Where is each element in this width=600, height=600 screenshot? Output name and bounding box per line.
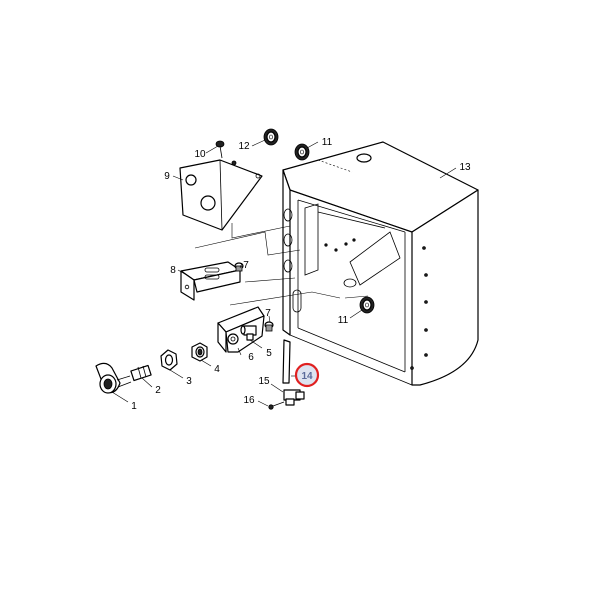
elbow-fitting-5	[240, 325, 257, 341]
grommet-11-top	[294, 143, 310, 161]
hex-nut-3	[160, 349, 178, 371]
housing-box	[282, 141, 479, 386]
callout-7-lower: 7	[265, 308, 271, 319]
callout-1: 1	[131, 401, 137, 412]
assembly-lines	[194, 223, 369, 306]
callout-5: 5	[266, 348, 272, 359]
bracket-8	[180, 261, 241, 301]
callout-labels: 1 2 3 4 5 6 7 7 8 9 10 11 11 12 13 14 15…	[131, 137, 471, 412]
bolt-10	[215, 140, 225, 159]
callout-2: 2	[155, 385, 161, 396]
callout-9: 9	[164, 171, 170, 182]
callout-6: 6	[248, 352, 254, 363]
callout-4: 4	[214, 364, 220, 375]
callout-7-upper: 7	[243, 260, 249, 271]
callout-15: 15	[258, 376, 270, 387]
leader-lines	[111, 139, 457, 407]
callout-12: 12	[238, 141, 250, 152]
callout-10: 10	[194, 149, 206, 160]
dust-cap-1	[95, 362, 132, 394]
bulkhead-nut-4	[191, 342, 208, 362]
highlight-marker	[294, 362, 320, 388]
grommet-11-lower	[359, 296, 375, 314]
callout-14-highlighted: 14	[301, 371, 313, 382]
callout-3: 3	[186, 376, 192, 387]
tube-14	[282, 339, 291, 384]
screw-7-lower	[264, 321, 274, 332]
screw-16	[268, 401, 285, 410]
fitting-15	[283, 389, 305, 406]
callout-13: 13	[459, 162, 471, 173]
screw-7-upper	[234, 262, 244, 272]
callout-11-top: 11	[322, 137, 333, 148]
callout-16: 16	[243, 395, 255, 406]
plate-9	[179, 159, 263, 231]
grommet-12	[263, 128, 279, 146]
fitting-2	[130, 364, 152, 382]
callout-11-lower: 11	[338, 315, 349, 326]
callout-8: 8	[170, 265, 176, 276]
